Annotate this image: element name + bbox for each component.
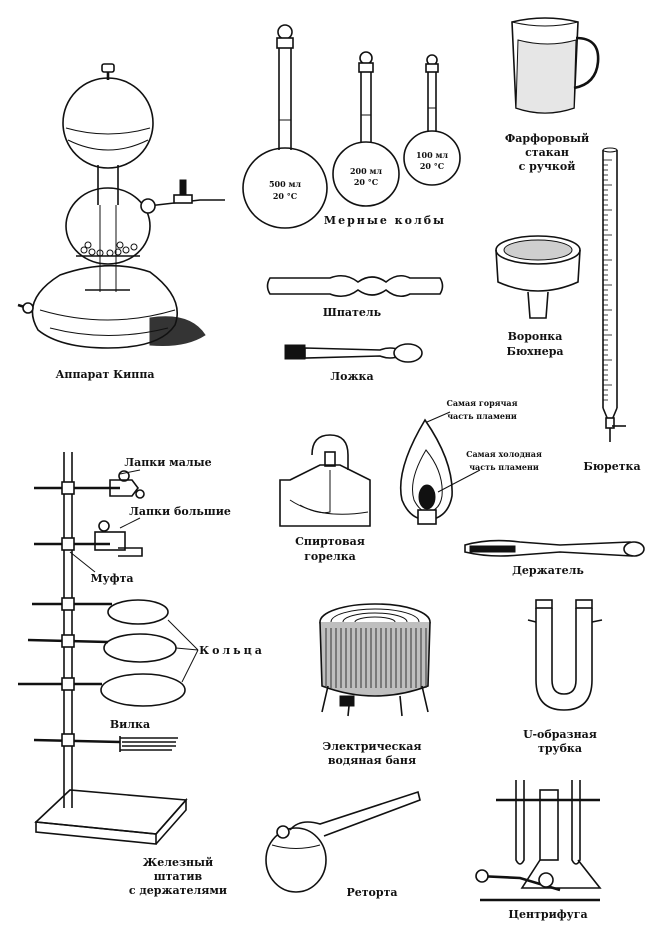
cup-label-line1: Фарфоровый — [505, 132, 589, 145]
flask-200: 200 мл 20 °C — [332, 51, 400, 207]
hottest-label-line1: Самая горячая — [446, 398, 517, 408]
flask-200-temp: 20 °C — [354, 177, 378, 187]
rings-label: Кольца — [199, 644, 265, 657]
iron-stand: Лапки малые Лапки большие Муфта Кольца В… — [18, 452, 265, 897]
flask-200-volume: 200 мл — [350, 166, 382, 176]
coldest-label-line2: часть пламени — [469, 462, 539, 472]
electric-water-bath: Электрическая водяная баня — [319, 603, 431, 767]
flask-100-volume: 100 мл — [416, 150, 448, 160]
fork-label: Вилка — [110, 718, 150, 731]
kipp-apparatus: Аппарат Киппа — [17, 63, 225, 381]
flask-500: 500 мл 20 °C — [242, 24, 328, 229]
burette-scale — [603, 159, 612, 401]
small-clamps-label: Лапки малые — [124, 456, 211, 469]
water-bath-label-line1: Электрическая — [322, 740, 421, 753]
centrifuge: Центрифуга — [475, 780, 602, 921]
buchner-label-line1: Воронка — [508, 330, 563, 343]
u-tube: U-образная трубка — [523, 599, 603, 755]
flask-500-temp: 20 °C — [273, 191, 297, 201]
spatula: Шпатель — [266, 274, 444, 319]
retort-label: Реторта — [346, 886, 397, 899]
stand-label-line2: штатив — [154, 870, 203, 883]
holder-label: Держатель — [512, 564, 584, 577]
buchner-label-line2: Бюхнера — [506, 345, 563, 358]
u-tube-label-line2: трубка — [538, 742, 582, 755]
stand-label-line3: с держателями — [129, 884, 227, 897]
burette-label: Бюретка — [583, 460, 640, 473]
spoon-label: Ложка — [330, 370, 373, 383]
coldest-label-line1: Самая холодная — [466, 449, 542, 459]
spirit-lamp-label-line1: Спиртовая — [295, 535, 365, 548]
stand-label-line1: Железный — [143, 856, 213, 869]
cup-label-line2: стакан — [525, 146, 569, 159]
test-tube-holder: Держатель — [464, 539, 645, 577]
flasks-label: Мерные колбы — [324, 214, 446, 227]
spirit-lamp: Спиртовая горелка — [279, 434, 371, 563]
flame-diagram: Самая горячая часть пламени Самая холодн… — [399, 398, 542, 525]
flask-100: 100 мл 20 °C — [403, 54, 461, 186]
spatula-label: Шпатель — [323, 306, 382, 319]
flask-100-temp: 20 °C — [420, 161, 444, 171]
centrifuge-label: Центрифуга — [508, 908, 587, 921]
u-tube-label-line1: U-образная — [523, 728, 597, 741]
volumetric-flasks: 500 мл 20 °C 200 мл 20 °C 100 мл 20 °C М… — [242, 24, 461, 229]
muff-label: Муфта — [90, 572, 133, 585]
retort: Реторта — [265, 790, 421, 899]
hottest-label-line2: часть пламени — [447, 411, 517, 421]
flask-500-volume: 500 мл — [269, 179, 301, 189]
kipp-label: Аппарат Киппа — [55, 368, 154, 381]
buchner-funnel: Воронка Бюхнера — [495, 235, 581, 358]
spoon: Ложка — [284, 343, 423, 383]
porcelain-cup: Фарфоровый стакан с ручкой — [505, 17, 600, 173]
water-bath-label-line2: водяная баня — [328, 754, 416, 767]
big-clamps-label: Лапки большие — [129, 505, 231, 518]
burette: Бюретка — [583, 147, 641, 473]
spirit-lamp-label-line2: горелка — [304, 550, 356, 563]
cup-label-line3: с ручкой — [519, 160, 576, 173]
